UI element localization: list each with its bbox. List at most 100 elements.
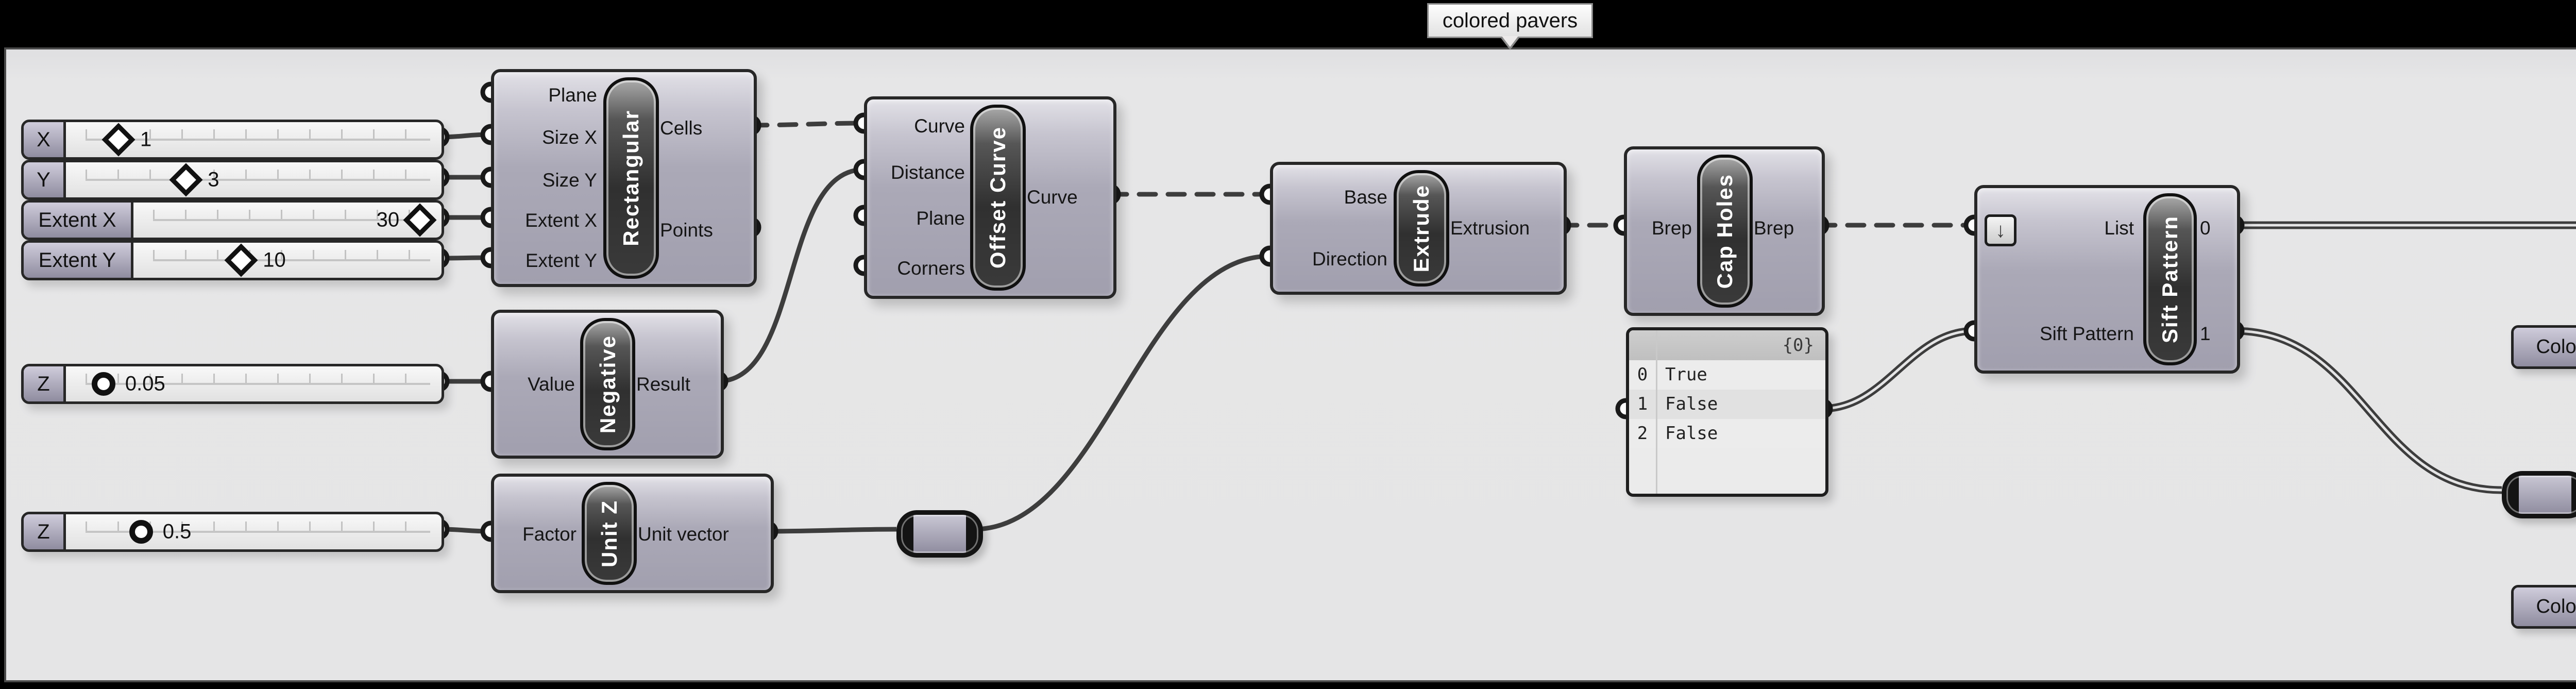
- slider-ticks: [86, 170, 430, 180]
- panel-row-value: True: [1665, 364, 1707, 385]
- component-cap-holes[interactable]: Brep Cap Holes Brep: [1624, 146, 1825, 316]
- panel-row-value: False: [1665, 394, 1718, 414]
- component-name: Sift Pattern: [2158, 215, 2182, 344]
- slider-z2-grip[interactable]: [129, 520, 153, 544]
- slider-ticks: [153, 210, 430, 220]
- slider-z1-value: 0.05: [125, 372, 165, 395]
- input-brep[interactable]: Brep: [1651, 217, 1692, 239]
- slider-extent-y-grip[interactable]: [224, 243, 258, 277]
- output-result[interactable]: Result: [636, 374, 690, 395]
- output-cells[interactable]: Cells: [660, 117, 703, 139]
- input-sift-pattern[interactable]: Sift Pattern: [2039, 323, 2134, 344]
- component-unit-z[interactable]: Factor Unit Z Unit vector: [491, 474, 774, 593]
- slider-y-value: 3: [208, 168, 219, 191]
- slider-z1-grip[interactable]: [91, 372, 115, 396]
- slider-z2-label[interactable]: Z: [24, 514, 66, 549]
- panel-index-divider: [1656, 330, 1657, 494]
- flatten-arrow-icon[interactable]: ↓: [1985, 214, 2016, 246]
- slider-ticks: [86, 374, 430, 384]
- slider-x-label[interactable]: X: [24, 122, 66, 157]
- colour-swatch-label: Colour Swatch: [2514, 328, 2576, 366]
- slider-extent-x-label[interactable]: Extent X: [24, 203, 133, 238]
- component-name-capsule[interactable]: Rectangular: [603, 77, 659, 279]
- input-extent-x[interactable]: Extent X: [525, 210, 597, 231]
- wire-relay-b[interactable]: [2502, 471, 2576, 518]
- component-negative[interactable]: Value Negative Result: [491, 310, 724, 459]
- input-base[interactable]: Base: [1344, 187, 1387, 208]
- output-brep[interactable]: Brep: [1754, 217, 1794, 239]
- component-name: Rectangular: [619, 110, 643, 246]
- slider-y-label[interactable]: Y: [24, 162, 66, 197]
- input-value[interactable]: Value: [528, 374, 575, 395]
- wire-unitvector-relay: [767, 527, 897, 534]
- component-name-capsule[interactable]: Cap Holes: [1697, 155, 1753, 308]
- input-size-x[interactable]: Size X: [542, 127, 597, 148]
- input-factor[interactable]: Factor: [522, 524, 577, 545]
- slider-z1-rail[interactable]: 0.05: [66, 366, 442, 401]
- slider-y-grip[interactable]: [169, 163, 203, 197]
- slider-x-grip[interactable]: [101, 123, 135, 157]
- component-name-capsule[interactable]: Offset Curve: [970, 105, 1026, 291]
- component-name-capsule[interactable]: Sift Pattern: [2143, 193, 2197, 365]
- slider-z2-rail[interactable]: 0.5: [66, 514, 442, 549]
- slider-groove: [86, 179, 430, 181]
- output-extrusion[interactable]: Extrusion: [1450, 217, 1530, 239]
- input-size-y[interactable]: Size Y: [542, 170, 597, 191]
- slider-extent-y-rail[interactable]: 10: [133, 243, 442, 278]
- slider-extent-y[interactable]: Extent Y 10: [21, 240, 444, 280]
- slider-extent-y-value: 10: [263, 248, 286, 272]
- input-distance[interactable]: Distance: [891, 162, 965, 183]
- colour-swatch-2[interactable]: Colour Swatch: [2511, 585, 2576, 629]
- input-extent-y[interactable]: Extent Y: [525, 250, 597, 271]
- slider-z2[interactable]: Z 0.5: [21, 512, 444, 552]
- flatten-arrow-glyph: ↓: [1995, 219, 2006, 242]
- colour-swatch-1[interactable]: Colour Swatch: [2511, 325, 2576, 369]
- input-corners[interactable]: Corners: [897, 258, 965, 279]
- panel-boolean-list[interactable]: {0} 0 True 1 False 2 False: [1626, 327, 1828, 497]
- slider-y-rail[interactable]: 3: [66, 162, 442, 197]
- slider-extent-x-rail[interactable]: 30: [133, 203, 442, 238]
- wires-double[interactable]: [1822, 221, 2576, 524]
- input-direction[interactable]: Direction: [1312, 248, 1387, 270]
- slider-extent-y-label[interactable]: Extent Y: [24, 243, 133, 278]
- slider-y[interactable]: Y 3: [21, 160, 444, 200]
- output-0[interactable]: 0: [2200, 217, 2211, 239]
- component-name: Negative: [595, 334, 620, 434]
- slider-z2-value: 0.5: [162, 520, 192, 543]
- slider-groove: [86, 383, 430, 385]
- input-curve[interactable]: Curve: [914, 115, 965, 137]
- group-label-balloon[interactable]: colored pavers: [1427, 3, 1593, 50]
- component-rectangular[interactable]: Plane Size X Size Y Extent X Extent Y Re…: [491, 69, 757, 287]
- input-list[interactable]: List: [2104, 217, 2134, 239]
- output-points[interactable]: Points: [660, 220, 713, 241]
- panel-row: 0 True: [1629, 360, 1825, 390]
- input-plane[interactable]: Plane: [916, 208, 965, 229]
- group-label-text: colored pavers: [1442, 9, 1578, 32]
- component-name-capsule[interactable]: Extrude: [1394, 170, 1449, 287]
- slider-groove: [153, 219, 430, 221]
- slider-z1-label[interactable]: Z: [24, 366, 66, 401]
- panel-row-value: False: [1665, 423, 1718, 444]
- component-extrude[interactable]: Base Direction Extrude Extrusion: [1270, 162, 1567, 295]
- panel-row: 2 False: [1629, 419, 1825, 448]
- panel-row: 1 False: [1629, 390, 1825, 419]
- input-plane[interactable]: Plane: [548, 85, 597, 106]
- slider-extent-x-value: 30: [376, 208, 400, 231]
- slider-x[interactable]: X 1: [21, 120, 444, 160]
- component-name: Offset Curve: [986, 126, 1010, 269]
- component-sift-pattern[interactable]: ↓ List Sift Pattern Sift Pattern 0 1: [1974, 185, 2240, 374]
- slider-groove: [153, 259, 430, 261]
- wire-relay-a[interactable]: [896, 510, 983, 558]
- component-offset-curve[interactable]: Curve Distance Plane Corners Offset Curv…: [864, 96, 1116, 299]
- slider-extent-x-grip[interactable]: [403, 203, 437, 237]
- component-name-capsule[interactable]: Unit Z: [582, 482, 637, 585]
- slider-groove: [86, 139, 430, 141]
- output-1[interactable]: 1: [2200, 323, 2211, 344]
- slider-x-rail[interactable]: 1: [66, 122, 442, 157]
- slider-extent-x[interactable]: Extent X 30: [21, 200, 444, 240]
- output-unit-vector[interactable]: Unit vector: [638, 524, 729, 545]
- output-curve[interactable]: Curve: [1027, 187, 1078, 208]
- component-name-capsule[interactable]: Negative: [580, 318, 635, 450]
- component-name: Cap Holes: [1713, 173, 1737, 289]
- slider-z1[interactable]: Z 0.05: [21, 364, 444, 404]
